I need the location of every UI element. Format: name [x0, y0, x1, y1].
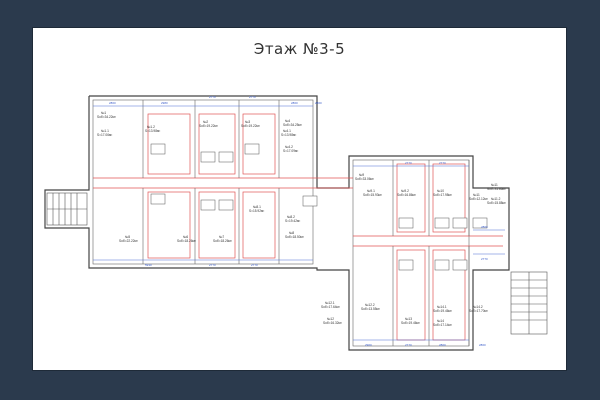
room-area: Sоб=15.93м²: [363, 193, 382, 197]
room-area: Sоб=16.32м²: [323, 321, 342, 325]
drawing-sheet: Этаж №3-5: [33, 28, 566, 370]
room-labels: №1 Sоб=34.22м² №1.1 S=17.06м² №1.2 S=13.…: [97, 111, 506, 327]
dim-label: 2770: [249, 95, 256, 99]
dimension-labels: 2860 2980 2770 2770 2860 2860 5930 2770 …: [109, 95, 488, 347]
room-number: №12: [327, 317, 334, 321]
room-number: №8: [289, 231, 294, 235]
dim-label: 2770: [209, 263, 216, 267]
room-number: №4.2: [285, 145, 293, 149]
room-area: S=13.98м²: [281, 133, 296, 137]
room-number: №1.2: [147, 125, 155, 129]
room-number: №9: [359, 173, 364, 177]
room-number: №9.2: [401, 189, 409, 193]
room-area: Sоб=34.22м²: [97, 115, 116, 119]
room-area: Sоб=19.46м²: [401, 321, 420, 325]
dim-label: 2860: [439, 343, 446, 347]
sheet-title: Этаж №3-5: [253, 40, 346, 58]
room-number: №9.1: [367, 189, 375, 193]
room-area: S=17.06м²: [97, 133, 112, 137]
dim-label: 2770: [251, 263, 258, 267]
room-number: №2: [203, 120, 208, 124]
dim-label: 2770: [405, 161, 412, 165]
room-number: №14: [437, 319, 444, 323]
room-number: №8.1: [253, 205, 261, 209]
room-number: №1.1: [101, 129, 109, 133]
room-area: Sоб=19.22м²: [241, 124, 260, 128]
room-number: №4: [285, 119, 290, 123]
room-number: №11: [491, 183, 498, 187]
room-area: Sоб=19.46м²: [433, 309, 452, 313]
room-number: №7: [219, 235, 224, 239]
room-boundaries: [147, 113, 466, 341]
room-area: Sоб=22.22м²: [119, 239, 138, 243]
room-area: Sоб=18.26м²: [213, 239, 232, 243]
room-area: Sоб=12.12м²: [469, 197, 488, 201]
room-number: №12.2: [365, 303, 375, 307]
room-number: №13: [405, 317, 412, 321]
room-area: S=19.42м²: [285, 219, 300, 223]
room-area: S=13.98м²: [145, 129, 160, 133]
dim-label: 2770: [439, 161, 446, 165]
room-number: №1: [101, 111, 106, 115]
room-area: Sоб=17.14м²: [433, 323, 452, 327]
room-number: №11.2: [491, 197, 501, 201]
room-area: Sоб=17.70м²: [469, 309, 488, 313]
dim-label: 2860: [291, 101, 298, 105]
dim-label: 2770: [209, 95, 216, 99]
room-area: Sоб=31.86м²: [487, 187, 506, 191]
room-number: №3: [245, 120, 250, 124]
floor-plan: 2860 2980 2770 2770 2860 2860 5930 2770 …: [44, 95, 548, 351]
room-area: Sоб=13.55м²: [361, 307, 380, 311]
room-area: S=17.09м²: [283, 149, 298, 153]
dim-label: 2860: [481, 225, 488, 229]
room-number: №11: [473, 193, 480, 197]
dim-label: 2860: [315, 101, 322, 105]
room-area: Sоб=17.64м²: [321, 305, 340, 309]
room-number: №14.1: [437, 305, 447, 309]
dim-label: 2770: [405, 343, 412, 347]
dim-label: 2770: [481, 257, 488, 261]
room-area: Sоб=16.86м²: [397, 193, 416, 197]
room-area: S=15.92м²: [249, 209, 264, 213]
room-number: №12.1: [325, 301, 335, 305]
room-area: Sоб=33.06м²: [355, 177, 374, 181]
room-number: №4.1: [283, 129, 291, 133]
dimension-lines: [93, 105, 505, 341]
bathroom-fixtures: [150, 143, 488, 271]
left-wing: [44, 95, 510, 351]
dim-label: 2860: [109, 101, 116, 105]
room-area: Sоб=18.26м²: [177, 239, 196, 243]
room-area: Sоб=34.25м²: [283, 123, 302, 127]
dim-label: 2860: [479, 343, 486, 347]
room-area: Sоб=15.88м²: [487, 201, 506, 205]
room-number: №5: [125, 235, 130, 239]
room-number: №6: [183, 235, 188, 239]
dim-label: 5930: [145, 263, 152, 267]
room-area: Sоб=18.50м²: [285, 235, 304, 239]
room-area: Sоб=19.22м²: [199, 124, 218, 128]
dim-label: 2960: [365, 343, 372, 347]
room-number: №8.2: [287, 215, 295, 219]
room-number: №10: [437, 189, 444, 193]
dim-label: 2980: [161, 101, 168, 105]
room-number: №14.2: [473, 305, 483, 309]
stairwell-left: [46, 192, 88, 226]
stairwell-right: [510, 271, 548, 335]
room-area: Sоб=17.98м²: [433, 193, 452, 197]
